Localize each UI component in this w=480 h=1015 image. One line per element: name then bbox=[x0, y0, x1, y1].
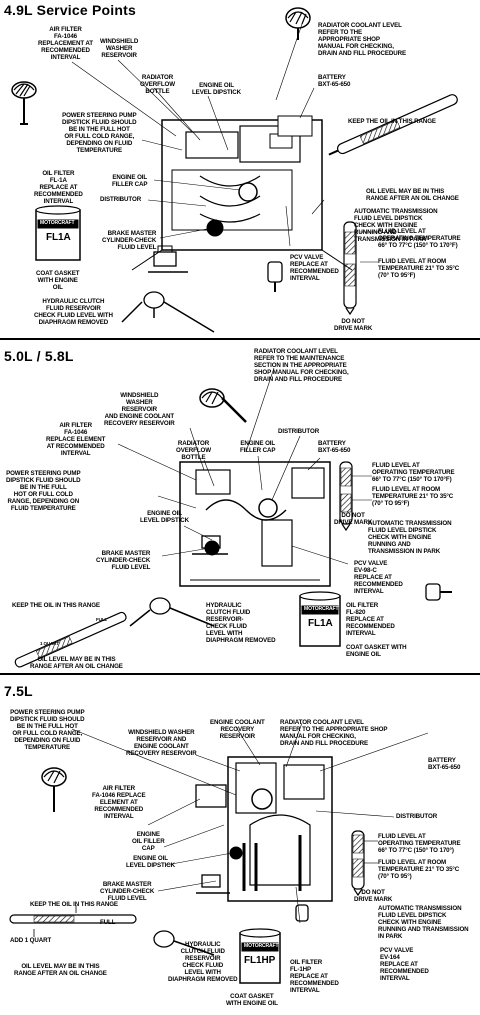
label-distributor: DISTRIBUTOR bbox=[100, 196, 141, 203]
label-air-filter: AIR FILTER FA-1046 REPLACE ELEMENT AT RE… bbox=[46, 422, 105, 457]
label-power-steering: POWER STEERING PUMP DIPSTICK FLUID SHOUL… bbox=[10, 709, 85, 751]
label-oil-change-range: OIL LEVEL MAY BE IN THIS RANGE AFTER AN … bbox=[366, 188, 459, 202]
label-pcv-valve: PCV VALVE EV-164 REPLACE AT RECOMMENDED … bbox=[380, 947, 429, 982]
panel-4-9l: 4.9L Service Points AIR FILTER FA-1046 R… bbox=[0, 0, 480, 337]
label-distributor: DISTRIBUTOR bbox=[278, 428, 319, 435]
label-coat-gasket: COAT GASKET WITH ENGINE OIL bbox=[226, 993, 278, 1007]
label-oil-filter: OIL FILTER FL-1A REPLACE AT RECOMMENDED … bbox=[34, 170, 83, 205]
label-pcv-valve: PCV VALVE REPLACE AT RECOMMENDED INTERVA… bbox=[290, 254, 339, 282]
label-keep-oil-range: KEEP THE OIL IN THIS RANGE bbox=[12, 602, 100, 609]
filter-brand-text: Motorcraft bbox=[40, 220, 74, 227]
label-pcv-valve: PCV VALVE EV-98-C REPLACE AT RECOMMENDED… bbox=[354, 560, 403, 595]
label-radiator-coolant: RADIATOR COOLANT LEVEL REFER TO THE APPR… bbox=[280, 719, 387, 747]
page-title: 7.5L bbox=[4, 683, 33, 699]
label-air-filter: AIR FILTER FA-1046 REPLACEMENT AT RECOMM… bbox=[38, 26, 93, 61]
panel-5-0l-5-8l: 5.0L / 5.8L RADIATOR COOLANT LEVEL REFER… bbox=[0, 338, 480, 672]
label-atf-room: FLUID LEVEL AT ROOM TEMPERATURE 21° TO 3… bbox=[372, 486, 453, 507]
label-atf-hot: FLUID LEVEL AT OPERATING TEMPERATURE 66°… bbox=[378, 228, 461, 249]
filter-model-text: FL1HP bbox=[244, 955, 275, 966]
label-battery: BATTERY BXT-65-650 bbox=[318, 440, 350, 454]
label-power-steering: POWER STEERING PUMP DIPSTICK FLUID SHOUL… bbox=[6, 470, 81, 512]
label-hydraulic-clutch: HYDRAULIC CLUTCH FLUID RESERVOIR- CHECK … bbox=[206, 602, 275, 644]
label-add-quart: ADD 1 QUART bbox=[10, 937, 51, 944]
label-keep-oil-range: KEEP THE OIL IN THIS RANGE bbox=[30, 901, 118, 908]
label-atf-room: FLUID LEVEL AT ROOM TEMPERATURE 21° TO 3… bbox=[378, 859, 459, 880]
label-atf-hot: FLUID LEVEL AT OPERATING TEMPERATURE 66°… bbox=[372, 462, 455, 483]
label-do-not-drive: DO NOT DRIVE MARK bbox=[354, 889, 392, 903]
label-oil-dipstick: ENGINE OIL LEVEL DIPSTICK bbox=[192, 82, 241, 96]
label-oil-filter: OIL FILTER FL-820 REPLACE AT RECOMMENDED… bbox=[346, 602, 395, 637]
label-hydraulic-clutch: HYDRAULIC CLUTCH FLUID RESERVOIR CHECK F… bbox=[34, 298, 113, 326]
label-washer-reservoir: WINDSHIELD WASHER RESERVOIR AND ENGINE C… bbox=[126, 729, 197, 757]
label-hydraulic-clutch: HYDRAULIC CLUTCH FLUID RESERVOIR CHECK F… bbox=[168, 941, 237, 983]
label-oil-filler-cap: ENGINE OIL FILLER CAP bbox=[132, 831, 165, 852]
label-battery: BATTERY BXT-65-650 bbox=[428, 757, 460, 771]
label-coat-gasket: COAT GASKET WITH ENGINE OIL bbox=[36, 270, 79, 291]
filter-model-text: FL1A bbox=[46, 232, 71, 243]
dipstick-add-mark: 1 QUART bbox=[40, 640, 59, 647]
dipstick-full-mark: FULL bbox=[100, 919, 115, 926]
filter-model-text: FL1A bbox=[308, 618, 333, 629]
label-atf-room: FLUID LEVEL AT ROOM TEMPERATURE 21° TO 3… bbox=[378, 258, 459, 279]
label-brake-master: BRAKE MASTER CYLINDER-CHECK FLUID LEVEL bbox=[100, 881, 154, 902]
label-oil-filler-cap: ENGINE OIL FILLER CAP bbox=[112, 174, 147, 188]
label-oil-filler-cap: ENGINE OIL FILLER CAP bbox=[240, 440, 275, 454]
label-washer-reservoir: WINDSHIELD WASHER RESERVOIR AND ENGINE C… bbox=[104, 392, 175, 427]
label-overflow-bottle: RADIATOR OVERFLOW BOTTLE bbox=[176, 440, 211, 461]
label-radiator-coolant: RADIATOR COOLANT LEVEL REFER TO THE MAIN… bbox=[254, 348, 349, 383]
label-atf-hot: FLUID LEVEL AT OPERATING TEMPERATURE 66°… bbox=[378, 833, 461, 854]
filter-brand-text: Motorcraft bbox=[304, 606, 338, 613]
page-title: 5.0L / 5.8L bbox=[4, 348, 74, 364]
label-coolant-reservoir: ENGINE COOLANT RECOVERY RESERVOIR bbox=[210, 719, 265, 740]
label-oil-change-range: OIL LEVEL MAY BE IN THIS RANGE AFTER AN … bbox=[14, 963, 107, 977]
label-do-not-drive: DO NOT DRIVE MARK bbox=[334, 318, 372, 332]
label-do-not-drive: DO NOT DRIVE MARK bbox=[334, 512, 372, 526]
page-title: 4.9L Service Points bbox=[4, 2, 136, 18]
label-oil-change-range: OIL LEVEL MAY BE IN THIS RANGE AFTER AN … bbox=[30, 656, 123, 670]
label-washer-reservoir: WINDSHIELD WASHER RESERVOIR bbox=[100, 38, 138, 59]
label-oil-dipstick: ENGINE OIL LEVEL DIPSTICK bbox=[126, 855, 175, 869]
label-coat-gasket: COAT GASKET WITH ENGINE OIL bbox=[346, 644, 407, 658]
label-battery: BATTERY BXT-65-650 bbox=[318, 74, 350, 88]
label-radiator-coolant: RADIATOR COOLANT LEVEL REFER TO THE APPR… bbox=[318, 22, 406, 57]
label-oil-dipstick: ENGINE OIL LEVEL DIPSTICK bbox=[140, 510, 189, 524]
label-brake-master: BRAKE MASTER CYLINDER-CHECK FLUID LEVEL bbox=[102, 230, 156, 251]
label-keep-oil-range: KEEP THE OIL IN THIS RANGE bbox=[348, 118, 436, 125]
label-air-filter: AIR FILTER FA-1046 REPLACE ELEMENT AT RE… bbox=[92, 785, 146, 820]
label-atf-dipstick: AUTOMATIC TRANSMISSION FLUID LEVEL DIPST… bbox=[368, 520, 452, 555]
label-oil-filter: OIL FILTER FL-1HP REPLACE AT RECOMMENDED… bbox=[290, 959, 339, 994]
label-overflow-bottle: RADIATOR OVERFLOW BOTTLE bbox=[140, 74, 175, 95]
panel-7-5l: 7.5L POWER STEERING PUMP DIPSTICK FLUID … bbox=[0, 673, 480, 1013]
label-atf-dipstick: AUTOMATIC TRANSMISSION FLUID LEVEL DIPST… bbox=[378, 905, 469, 940]
label-brake-master: BRAKE MASTER CYLINDER-CHECK FLUID LEVEL bbox=[96, 550, 150, 571]
dipstick-full-mark: FULL bbox=[96, 616, 107, 623]
label-power-steering: POWER STEERING PUMP DIPSTICK FLUID SHOUL… bbox=[62, 112, 137, 154]
label-distributor: DISTRIBUTOR bbox=[396, 813, 437, 820]
filter-brand-text: Motorcraft bbox=[244, 943, 278, 950]
